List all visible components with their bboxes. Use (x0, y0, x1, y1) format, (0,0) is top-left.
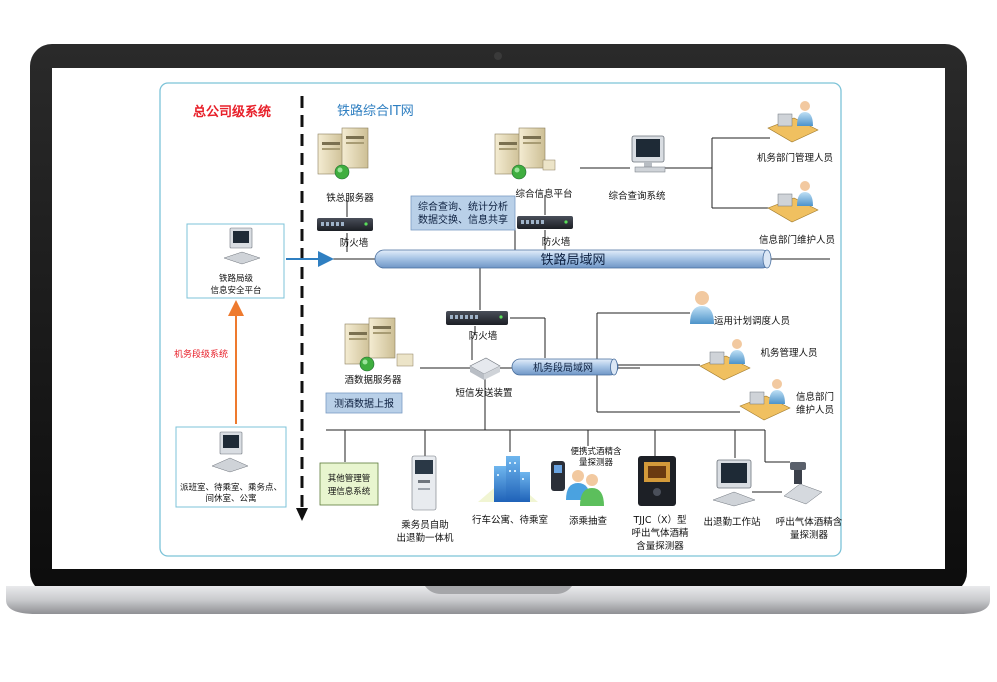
sms-device-icon (469, 357, 501, 380)
portable-label-2: 量探测器 (579, 457, 614, 468)
hq-system-title: 总公司级系统 (193, 104, 271, 120)
building-icon (478, 456, 538, 502)
laptop-notch (425, 586, 572, 594)
workstation-monitor-icon (712, 459, 756, 507)
connections (310, 137, 830, 493)
computer-icon (211, 431, 249, 473)
dept-mgmt-staff-label: 机务部门管理人员 (757, 152, 833, 164)
firewall-mid-label: 防火墙 (469, 330, 498, 342)
svg-text:数据交换、信息共享: 数据交换、信息共享 (418, 213, 508, 226)
handheld-detector-icon (551, 461, 565, 491)
kiosk-icon (411, 455, 437, 511)
workstation-label: 出退勤工作站 (703, 516, 761, 528)
info-dept-label-2: 维护人员 (796, 404, 834, 416)
bureau-platform-label-1: 铁路局级 (219, 273, 254, 284)
tjjc-detector-icon (638, 456, 676, 506)
loco-mgmt-staff-label: 机务管理人员 (760, 347, 817, 359)
sms-device-label: 短信发送装置 (455, 387, 512, 399)
spot-check-label: 添乘抽查 (569, 515, 608, 527)
ops-plan-staff-label: 运用计划调度人员 (714, 315, 790, 327)
alcohol-upload-box: 测酒数据上报 (325, 392, 403, 414)
rooms-label-2: 间休室、公寓 (205, 493, 256, 504)
person-icon (690, 291, 714, 324)
staff-desk-icon (767, 101, 819, 143)
rooms-label-1: 派班室、待乘室、乘务点、 (180, 482, 282, 493)
apartment-label: 行车公寓、待乘室 (472, 514, 548, 526)
depot-lan-label: 机务段局域网 (533, 361, 593, 374)
rail-hq-server-label: 铁总服务器 (326, 192, 374, 204)
server-icon (344, 317, 414, 372)
portable-label-1: 便携式酒精含 (570, 446, 622, 457)
info-dept-maint-staff-label: 信息部门维护人员 (759, 234, 835, 246)
firewall-icon (517, 216, 573, 229)
breath-detector-label-1: 呼出气体酒精含 (776, 516, 843, 528)
monitor-icon (631, 135, 666, 173)
server-icon (317, 127, 369, 180)
other-mgmt-box: 其他管理管 理信息系统 (319, 462, 379, 506)
svg-text:综合查询、统计分析: 综合查询、统计分析 (418, 200, 508, 213)
breath-detector-icon (783, 462, 823, 505)
staff-desk-icon (739, 379, 791, 421)
laptop-base (6, 586, 990, 614)
svg-text:理信息系统: 理信息系统 (328, 486, 371, 497)
depot-system-label: 机务段级系统 (174, 348, 228, 360)
tjjc-label-3: 含量探测器 (636, 540, 684, 552)
railway-lan: 铁路局域网 (374, 249, 772, 269)
svg-text:其他管理管: 其他管理管 (328, 473, 371, 484)
bureau-platform-label-2: 信息安全平台 (210, 285, 261, 296)
tjjc-label-1: TJJC（X）型 (632, 514, 687, 526)
selfservice-label-2: 出退勤一体机 (396, 532, 454, 544)
staff-desk-icon (767, 181, 819, 223)
alcohol-server-label: 酒数据服务器 (344, 374, 402, 386)
selfservice-label-1: 乘务员自助 (401, 519, 449, 531)
staff-desk-icon (699, 339, 751, 381)
query-system-label: 综合查询系统 (608, 190, 666, 202)
firewall-right-label: 防火墙 (542, 236, 571, 248)
railway-it-net-title: 铁路综合IT网 (337, 103, 414, 119)
server-icon (494, 127, 556, 180)
tjjc-label-2: 呼出气体酒精 (631, 527, 689, 539)
integrated-info-platform-label: 综合信息平台 (515, 188, 572, 200)
query-stats-box: 综合查询、统计分析 数据交换、信息共享 (410, 195, 516, 231)
firewall-icon (446, 311, 508, 325)
users-icon (566, 470, 604, 506)
firewall-icon (317, 218, 373, 231)
firewall-left-label: 防火墙 (340, 237, 369, 249)
depot-lan: 机务段局域网 (511, 358, 619, 376)
info-dept-label-1: 信息部门 (796, 391, 834, 403)
webcam-icon (494, 52, 502, 60)
computer-icon (223, 227, 261, 265)
railway-lan-label: 铁路局域网 (540, 252, 605, 268)
breath-detector-label-2: 量探测器 (790, 529, 829, 541)
svg-text:测酒数据上报: 测酒数据上报 (334, 397, 394, 410)
divider-arrowhead (296, 508, 308, 521)
